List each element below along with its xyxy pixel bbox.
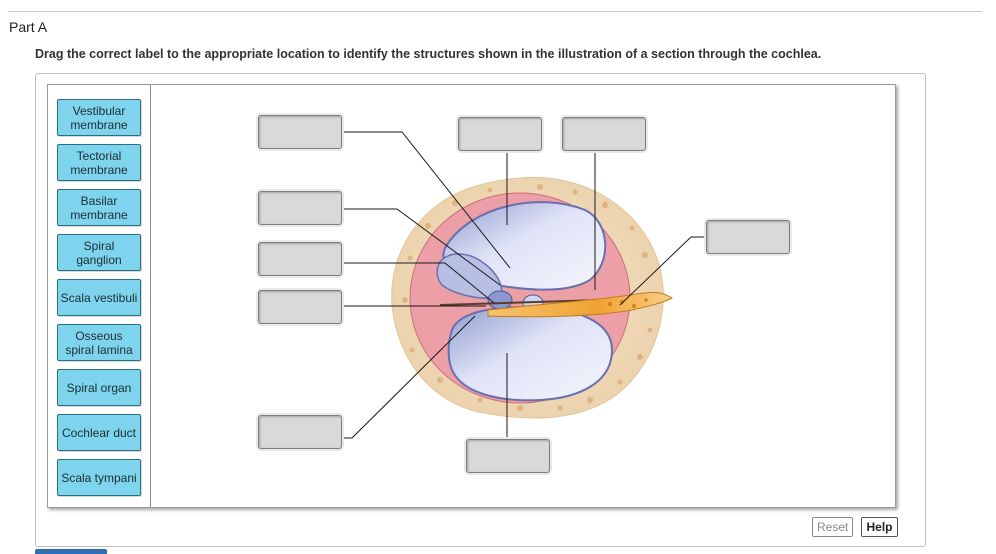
drop-target[interactable] [466,439,550,473]
label-line: membrane [70,117,128,132]
label-line: Vestibular [72,103,126,118]
part-title: Part A [9,19,48,35]
label-bank-divider [150,85,151,507]
label-scala-tympani[interactable]: Scala tympani [57,459,141,496]
label-line: Basilar [80,193,118,208]
drop-target[interactable] [458,117,542,151]
label-line: Scala vestibuli [60,290,138,305]
label-spiral-organ[interactable]: Spiral organ [57,369,141,406]
drop-target[interactable] [258,115,342,149]
instructions-text: Drag the correct label to the appropriat… [35,47,822,61]
help-button[interactable]: Help [861,517,898,537]
label-line: Spiral [83,238,115,253]
label-scala-vestibuli[interactable]: Scala vestibuli [57,279,141,316]
drop-target[interactable] [258,290,342,324]
label-line: spiral lamina [65,342,133,357]
label-line: Osseous [75,328,123,343]
submit-button-edge[interactable] [35,549,107,554]
drop-target[interactable] [258,415,342,449]
label-line: ganglion [76,252,122,267]
label-line: Scala tympani [61,470,137,485]
reset-button[interactable]: Reset [812,517,853,537]
drop-target[interactable] [258,191,342,225]
label-line: membrane [70,162,128,177]
label-line: Spiral organ [66,380,132,395]
top-divider [8,11,982,12]
drop-target[interactable] [562,117,646,151]
drop-target[interactable] [706,220,790,254]
label-cochlear-duct[interactable]: Cochlear duct [57,414,141,451]
drop-target[interactable] [258,242,342,276]
label-line: Tectorial [76,148,122,163]
label-line: membrane [70,207,128,222]
label-line: Cochlear duct [61,425,137,440]
